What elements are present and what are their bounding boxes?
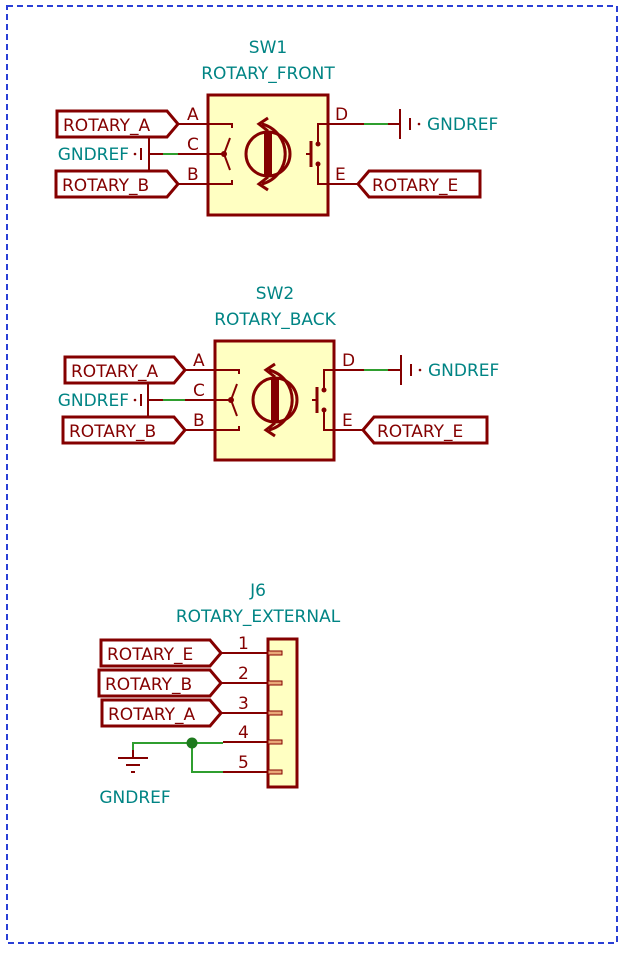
svg-text:ROTARY_E: ROTARY_E <box>377 422 463 442</box>
sw2-right-gndref-label: GNDREF <box>428 361 499 381</box>
sw2-left-gndref-label: GNDREF <box>58 391 129 411</box>
j6-label-rotary-b[interactable]: ROTARY_B <box>97 668 223 698</box>
j6-pin-1-label: 1 <box>238 634 249 654</box>
sw1-pin-d-label: D <box>335 105 348 125</box>
sw1-pin-c-label: C <box>187 135 199 155</box>
j6-pin-5-label: 5 <box>238 753 249 773</box>
sw1-left-gndref-label: GNDREF <box>58 145 129 165</box>
sw1-reference: SW1 <box>249 38 287 58</box>
sw1-push-switch-icon <box>306 123 328 185</box>
sw1-pin-b-label: B <box>187 165 199 185</box>
svg-text:ROTARY_A: ROTARY_A <box>71 362 158 382</box>
sw1-right-gndref-icon <box>399 109 421 139</box>
sw2-encoder-contacts-icon <box>228 369 240 431</box>
sw2-pin-e-label: E <box>342 411 353 431</box>
svg-text:ROTARY_B: ROTARY_B <box>62 176 149 196</box>
sw2-right-gndref-icon <box>400 355 422 385</box>
j6-label-rotary-a[interactable]: ROTARY_A <box>100 698 223 728</box>
j6-gndref-label: GNDREF <box>99 788 170 808</box>
sw1-pin-a-label: A <box>187 105 199 125</box>
sheet-border <box>6 5 618 944</box>
sw2-left-gndref-icon <box>133 383 149 417</box>
sw2-pin-b-label: B <box>193 411 205 431</box>
sw2-component[interactable]: SW2 ROTARY_BACK A C B <box>58 284 500 462</box>
sw1-right-gndref-label: GNDREF <box>427 115 498 135</box>
sw2-label-rotary-e[interactable]: ROTARY_E <box>361 415 489 445</box>
sw1-label-rotary-e[interactable]: ROTARY_E <box>356 169 482 199</box>
j6-net-gnd <box>132 742 223 755</box>
sw2-label-rotary-b[interactable]: ROTARY_B <box>61 415 187 445</box>
sw1-encoder-contacts-icon <box>221 123 233 185</box>
sw2-pin-d-label: D <box>342 351 355 371</box>
j6-junction-dot <box>186 737 198 749</box>
sw1-label-rotary-a[interactable]: ROTARY_A <box>55 109 180 139</box>
sw2-pin-c-label: C <box>193 381 205 401</box>
svg-text:ROTARY_A: ROTARY_A <box>108 705 195 725</box>
j6-net-gnd-pin5 <box>191 743 223 773</box>
j6-pin-3-label: 3 <box>238 694 249 714</box>
sw1-component[interactable]: SW1 ROTARY_FRONT A C B <box>54 38 498 217</box>
sw2-reference: SW2 <box>256 284 294 304</box>
svg-text:ROTARY_B: ROTARY_B <box>69 422 156 442</box>
sw2-label-rotary-a[interactable]: ROTARY_A <box>63 355 187 385</box>
sw2-rotary-knob-icon <box>251 362 299 438</box>
sw1-left-gndref-icon <box>133 137 150 171</box>
j6-pin-4-label: 4 <box>238 723 249 743</box>
sw1-pin-e-label: E <box>335 165 346 185</box>
j6-label-rotary-e[interactable]: ROTARY_E <box>99 638 223 668</box>
svg-text:ROTARY_E: ROTARY_E <box>372 176 458 196</box>
sw2-pin-a-label: A <box>193 351 205 371</box>
sw2-push-switch-icon <box>312 369 334 431</box>
sw2-value: ROTARY_BACK <box>214 310 336 330</box>
svg-text:ROTARY_B: ROTARY_B <box>105 675 192 695</box>
j6-value: ROTARY_EXTERNAL <box>176 607 341 627</box>
sw1-value: ROTARY_FRONT <box>201 64 335 84</box>
j6-gndref-ground-icon <box>118 750 148 773</box>
sw1-rotary-knob-icon <box>244 116 292 192</box>
j6-pin-2-label: 2 <box>238 664 249 684</box>
svg-text:ROTARY_A: ROTARY_A <box>63 116 150 136</box>
sw1-label-rotary-b[interactable]: ROTARY_B <box>54 169 180 199</box>
svg-text:ROTARY_E: ROTARY_E <box>107 645 193 665</box>
j6-component[interactable]: J6 ROTARY_EXTERNAL 1 2 3 4 5 ROTARY_E RO… <box>97 581 341 808</box>
j6-reference: J6 <box>249 581 266 601</box>
